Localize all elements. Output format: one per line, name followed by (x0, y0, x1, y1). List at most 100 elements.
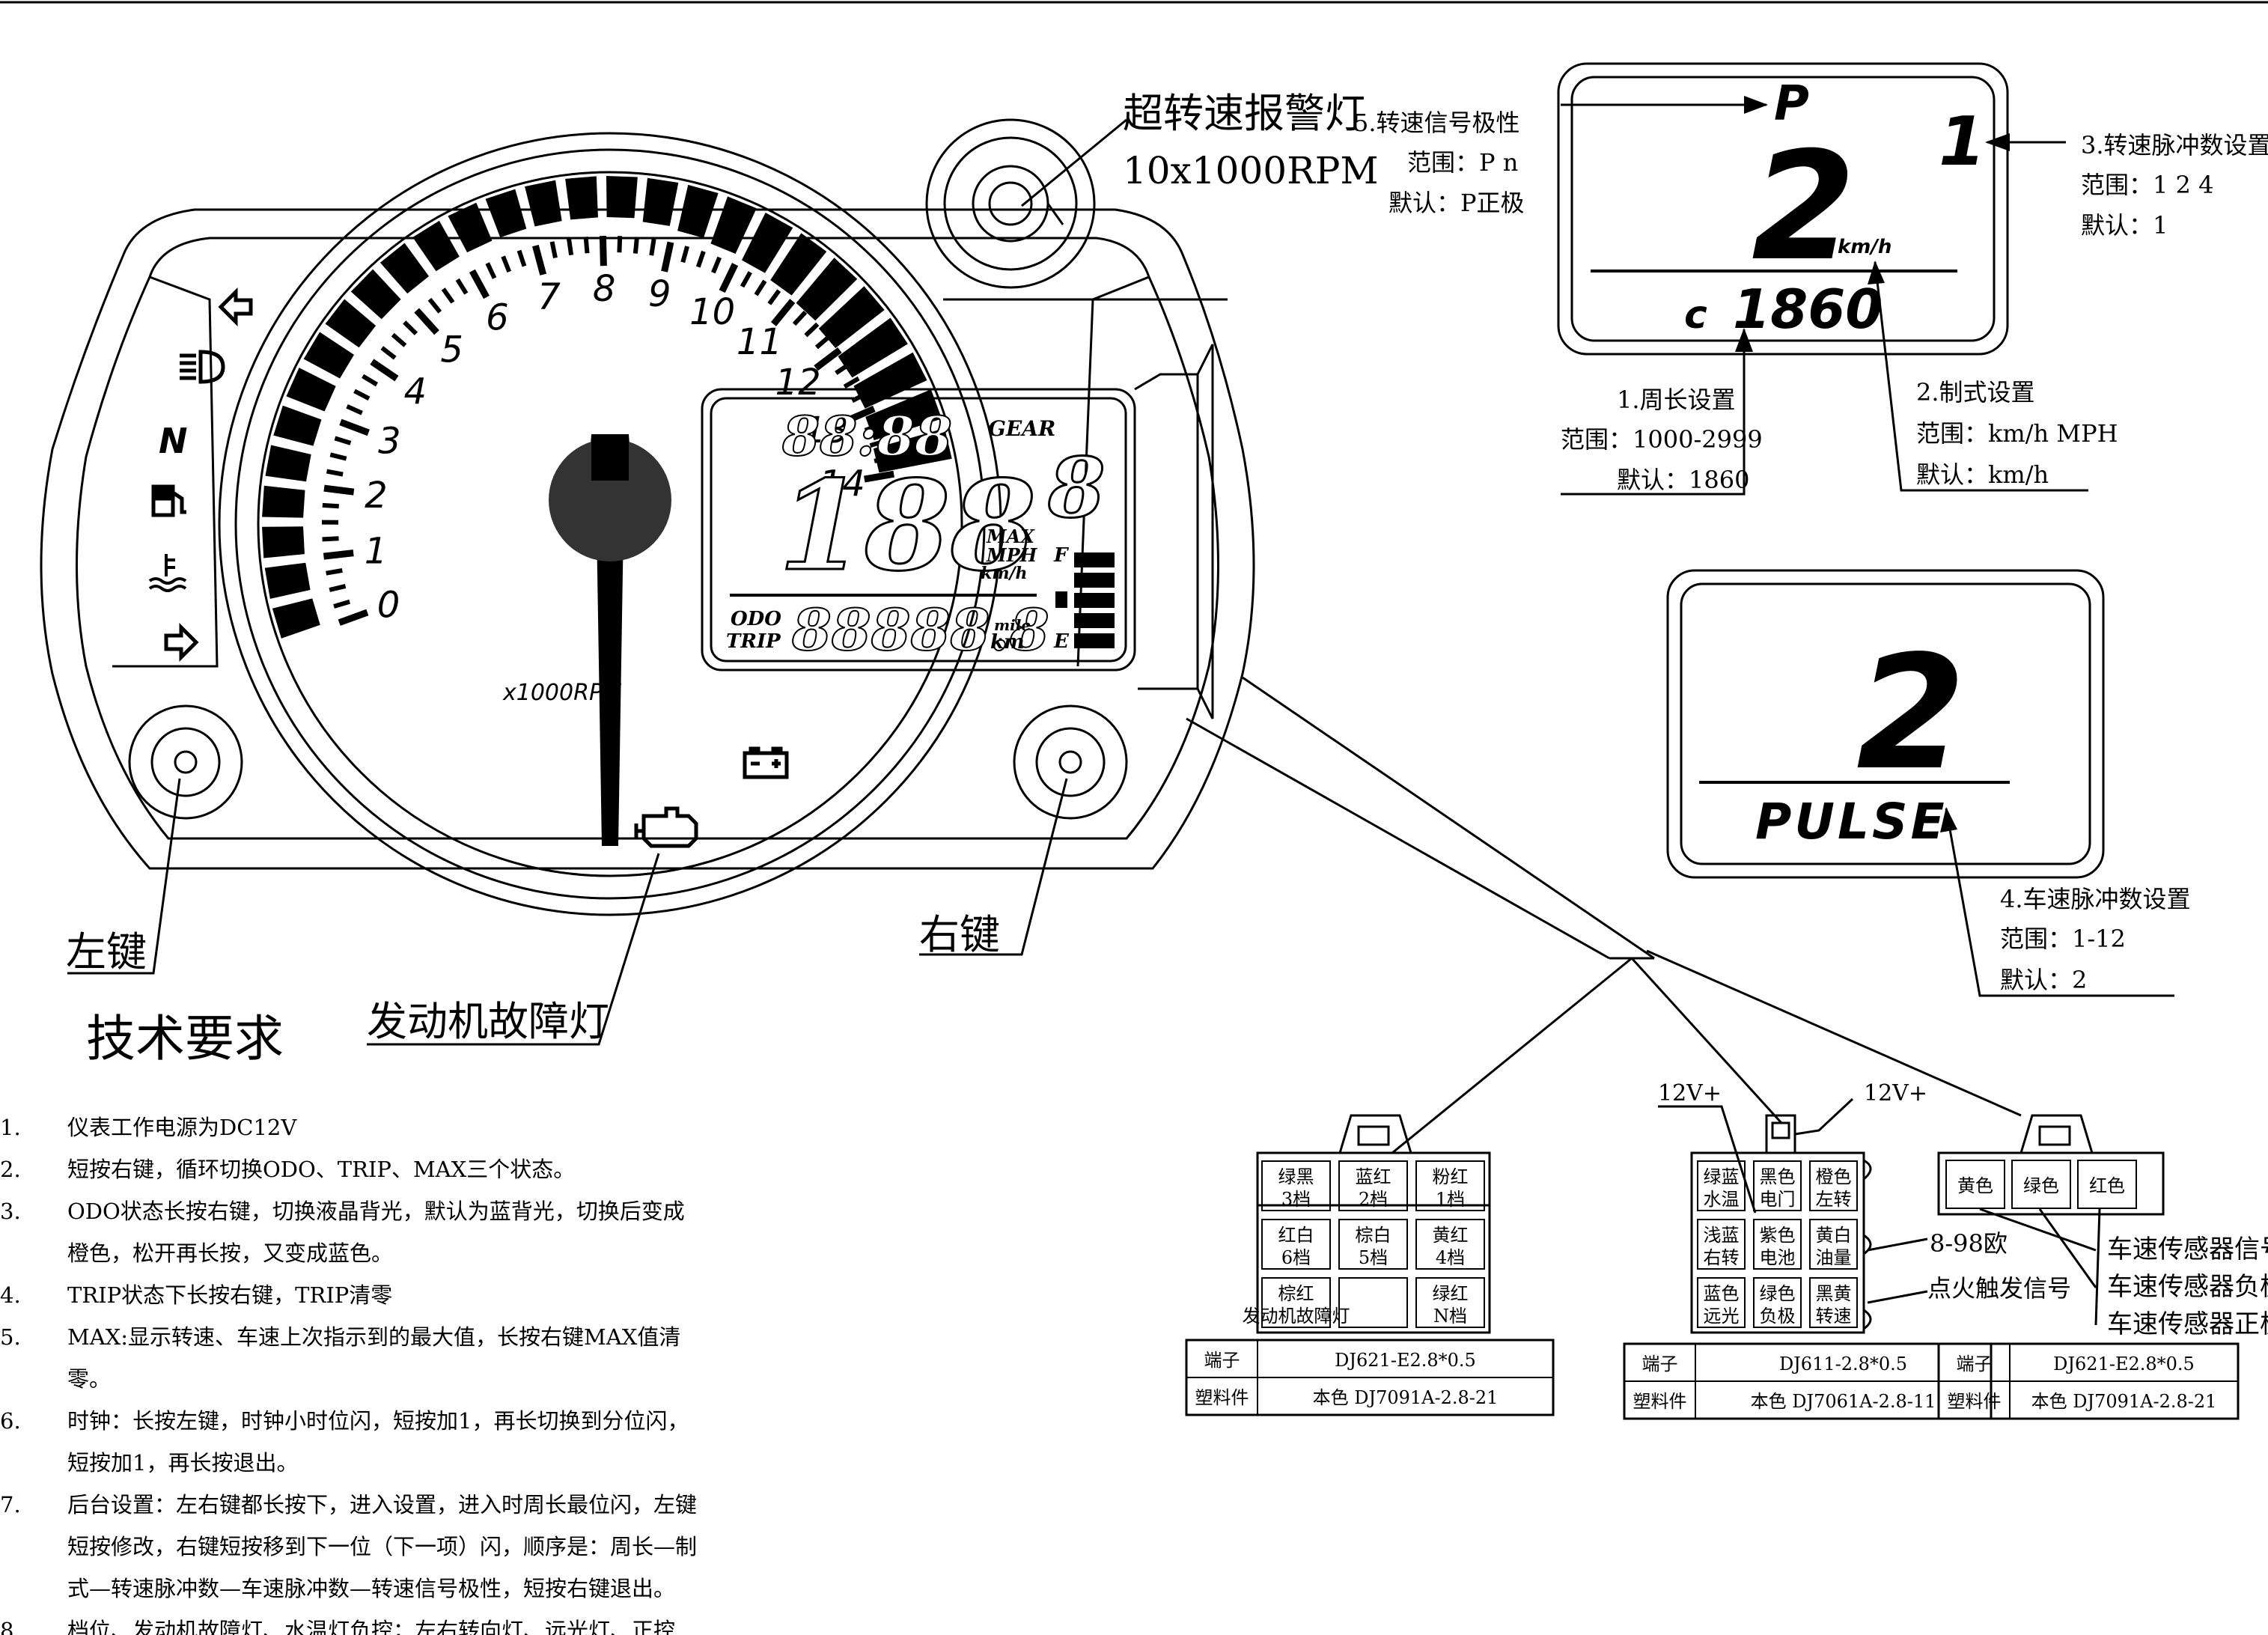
lcd-unit-km: km (990, 631, 1025, 654)
tach-number: 14 (820, 463, 865, 505)
setting2-title: 2.制式设置 (1916, 378, 2035, 407)
pin-wire-color: 棕白 (1356, 1225, 1391, 1246)
neutral-icon: N (159, 421, 188, 461)
pin-function: 3档 (1281, 1189, 1311, 1210)
spec-key: 端子 (1642, 1354, 1678, 1374)
connector-pin-cell (1753, 1277, 1802, 1328)
connector-pin-cell (1753, 1219, 1802, 1270)
high-beam-icon (180, 350, 225, 384)
dashboard-body (40, 208, 1255, 870)
tach-segment (853, 352, 927, 409)
left-key[interactable] (128, 704, 243, 820)
pin-function: 电池 (1760, 1247, 1796, 1268)
connector-pin-cell (1809, 1160, 1858, 1211)
note-text: 后台设置：左右键都长按下，进入设置，进入时周长最位闪，左键短按修改，右键短按移到… (67, 1492, 698, 1601)
tach-segment (412, 220, 460, 272)
tach-segment (565, 176, 598, 220)
note-text: 仪表工作电源为DC12V (67, 1115, 297, 1140)
tach-number: 1 (365, 530, 388, 572)
technical-note: 8.档位、发动机故障灯、水温灯负控；左右转向灯、远光灯、正控 (0, 1610, 704, 1635)
lcd-odo-label: ODO (731, 608, 781, 630)
tach-number: 0 (377, 585, 400, 627)
pin-wire-color: 红白 (1278, 1225, 1314, 1246)
tach-tick (362, 374, 379, 387)
pin-function: N档 (1433, 1306, 1467, 1327)
spec-value: DJ621-E2.8*0.5 (1335, 1350, 1476, 1371)
pin-function: 远光 (1704, 1306, 1740, 1327)
tach-tick (380, 346, 397, 360)
connector-pin-cell (1415, 1219, 1485, 1270)
fuel-gauge-bars (1055, 552, 1115, 648)
tach-tick (322, 502, 339, 509)
tach-number: 8 (593, 268, 616, 310)
connector2-ohm-label: 8-98欧 (1930, 1229, 2008, 1258)
right-key[interactable] (1013, 704, 1128, 820)
technical-note: 1.仪表工作电源为DC12V (0, 1106, 704, 1148)
connector-pin-cell (1809, 1219, 1858, 1270)
setting5-default: 默认：P正极 (1388, 189, 1525, 217)
tach-tick (770, 299, 796, 326)
connector-pin-cell (1753, 1160, 1802, 1211)
tach-tick (516, 249, 527, 267)
fuel-icon (151, 484, 186, 517)
tach-tick (567, 238, 574, 256)
tach-tick (338, 609, 369, 626)
tach-tick (326, 567, 343, 576)
pin-function: 左转 (1816, 1189, 1852, 1210)
spec-key: 端子 (1204, 1350, 1240, 1371)
setup-pulse-digit: 1 (1939, 103, 1986, 181)
setting-5-callout: 5.转速信号极性 范围：P n 默认：P正极 (1353, 96, 1768, 217)
tach-segment (379, 243, 430, 294)
overspeed-warning-lamp (925, 118, 1096, 289)
pin-function: 5档 (1359, 1247, 1388, 1268)
tach-number: 4 (403, 371, 427, 413)
connector-pin-cell (1261, 1160, 1331, 1211)
tach-tick (680, 246, 690, 264)
tach-segment (741, 212, 793, 273)
connector-pin-cell (1338, 1277, 1408, 1328)
tach-tick (501, 255, 512, 273)
pin-wire-color: 绿红 (1433, 1283, 1469, 1304)
tach-tick (711, 256, 722, 274)
tach-tick (329, 452, 347, 461)
tach-number: 9 (648, 273, 671, 315)
right-turn-icon (164, 622, 199, 663)
pin-wire-color: 红色 (2089, 1175, 2125, 1196)
tach-segment (350, 269, 401, 320)
connector-pin-cell (1697, 1219, 1746, 1270)
tach-segment (262, 485, 305, 518)
pin-wire-color: 黑黄 (1816, 1283, 1852, 1304)
tach-tick (695, 250, 706, 268)
setting5-title: 5.转速信号极性 (1353, 109, 1520, 137)
technical-note: 6.时钟：长按左键，时钟小时位闪，短按加1，再长切换到分位闪，短按加1，再长按退… (0, 1400, 704, 1484)
tach-segment (303, 332, 354, 379)
tach-tick (767, 289, 781, 305)
left-key-label: 左键 (66, 928, 147, 975)
tach-segment (710, 196, 757, 254)
setup-big-digit: 2 (1752, 120, 1856, 294)
spec-key: 端子 (1957, 1354, 1993, 1374)
tach-tick (874, 454, 891, 463)
overspeed-subtitle: 10x1000RPM (1123, 149, 1379, 192)
pin-wire-color: 橙色 (1816, 1166, 1852, 1187)
tach-tick (391, 332, 407, 347)
pulse-digit: 2 (1856, 621, 1966, 805)
tach-segment (818, 286, 885, 349)
connector-pin-cell (2077, 1160, 2137, 1209)
tach-number: 5 (440, 329, 463, 371)
pin-wire-color: 紫色 (1760, 1225, 1796, 1246)
pin-wire-color: 粉红 (1433, 1166, 1469, 1187)
connector2-12v-right: 12V+ (1864, 1080, 1927, 1106)
battery-icon (743, 746, 789, 779)
tach-tick (334, 436, 352, 445)
note-number: 7. (0, 1492, 21, 1517)
setup-unit: km/h (1838, 236, 1891, 258)
tach-segment (525, 180, 562, 227)
note-text: 档位、发动机故障灯、水温灯负控；左右转向灯、远光灯、正控 (67, 1618, 676, 1635)
tach-tick (353, 389, 371, 401)
left-turn-icon (218, 287, 253, 327)
technical-note: 4.TRIP状态下长按右键，TRIP清零 (0, 1274, 704, 1316)
